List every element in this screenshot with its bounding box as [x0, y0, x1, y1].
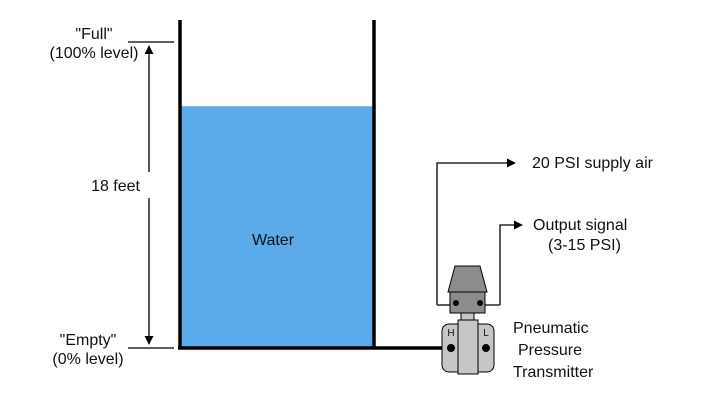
output-signal-label-line1: Output signal: [533, 217, 627, 234]
water-fill: [180, 106, 374, 348]
supply-air-label: 20 PSI supply air: [532, 155, 654, 172]
supply-air-line: [436, 158, 516, 305]
output-signal-label-line2: (3-15 PSI): [548, 237, 621, 254]
transmitter-label-line3: Transmitter: [513, 364, 594, 381]
full-label-line1: "Full": [75, 26, 112, 43]
empty-label-line2: (0% level): [52, 351, 123, 368]
full-label-line2: (100% level): [50, 45, 139, 62]
empty-label-line1: "Empty": [60, 332, 117, 349]
output-signal-line: [499, 220, 523, 305]
high-port-label: H: [447, 328, 454, 339]
water-label: Water: [252, 232, 295, 249]
transmitter-label-line1: Pneumatic: [513, 320, 589, 337]
transmitter-label-line2: Pressure: [518, 342, 582, 359]
low-pressure-port-icon: [482, 344, 490, 352]
supply-port-icon: [453, 300, 459, 306]
transmitter-capsule: [457, 319, 479, 375]
transmitter-head: [447, 265, 488, 293]
height-label: 18 feet: [91, 178, 140, 195]
pneumatic-transmitter: H L: [437, 265, 500, 375]
output-port-icon: [477, 300, 483, 306]
high-pressure-port-icon: [447, 344, 455, 352]
low-port-label: L: [483, 328, 489, 339]
